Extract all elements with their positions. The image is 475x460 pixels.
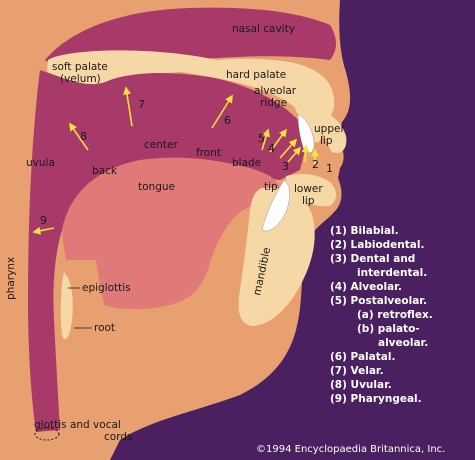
label-front: front <box>196 147 221 159</box>
lower-teeth <box>261 179 290 232</box>
lower-lip-shape <box>286 174 336 207</box>
label-ridge: ridge <box>260 97 287 109</box>
label-upper: upper <box>314 123 345 135</box>
legend-item: alveolar. <box>378 337 428 349</box>
label-epiglottis: epiglottis <box>82 282 131 294</box>
arrow-6 <box>211 94 233 129</box>
arrow-9 <box>32 226 55 235</box>
arrow-8 <box>69 122 89 151</box>
pharynx-front <box>62 260 170 379</box>
label-hard-palate: hard palate <box>226 69 286 81</box>
label-alveolar: alveolar <box>254 85 297 97</box>
epiglottis-shape <box>60 272 73 340</box>
number-6: 6 <box>224 114 231 127</box>
oral-cavity <box>28 70 308 432</box>
alveolar-ridge-shape <box>290 96 323 143</box>
legend-item: (4) Alveolar. <box>330 281 402 293</box>
label-cords: cords <box>104 431 132 443</box>
legend-item: (a) retroflex. <box>357 309 433 321</box>
arrow-4 <box>279 138 298 159</box>
arrow-3 <box>287 146 302 163</box>
arrow-7 <box>123 86 133 127</box>
articulation-arrows <box>32 86 319 235</box>
copyright-text: ©1994 Encyclopaedia Britannica, Inc. <box>256 444 445 455</box>
label-velum: (velum) <box>60 73 101 85</box>
label-soft-palate: soft palate <box>52 61 108 73</box>
arrow-5 <box>269 128 287 153</box>
legend-item: (6) Palatal. <box>330 351 395 363</box>
number-5: 5 <box>258 132 265 145</box>
label-lower-lip: lip <box>302 195 315 207</box>
glottis-oval <box>34 427 60 441</box>
mandible-shape <box>238 187 315 326</box>
label-tip: tip <box>264 181 278 193</box>
label-center: center <box>144 139 178 151</box>
tongue-body <box>62 157 281 310</box>
number-3: 3 <box>282 160 289 173</box>
number-9: 9 <box>40 214 47 227</box>
label-nasal-cavity: nasal cavity <box>232 23 295 35</box>
legend-item: (b) palato- <box>357 323 420 335</box>
legend-item: (5) Postalveolar. <box>330 295 427 307</box>
label-lower: lower <box>294 183 323 195</box>
label-pharynx: pharynx <box>5 257 17 300</box>
nasal-cavity <box>45 7 336 64</box>
legend-item: (9) Pharyngeal. <box>330 393 422 405</box>
legend: (1) Bilabial. (2) Labiodental. (3) Denta… <box>330 225 433 405</box>
arrow-2 <box>301 144 310 163</box>
legend-item: (7) Velar. <box>330 365 384 377</box>
label-blade: blade <box>232 157 261 169</box>
upper-lip-shape <box>316 110 347 154</box>
number-7: 7 <box>138 98 145 111</box>
number-8: 8 <box>80 130 87 143</box>
number-4: 4 <box>268 142 275 155</box>
legend-item: (3) Dental and <box>330 253 415 265</box>
legend-item: (1) Bilabial. <box>330 225 399 237</box>
label-tongue: tongue <box>138 181 175 193</box>
number-1: 1 <box>326 162 333 175</box>
number-2: 2 <box>312 158 319 171</box>
label-uvula: uvula <box>26 157 55 169</box>
label-glottis: glottis and vocal <box>34 419 121 431</box>
label-back: back <box>92 165 118 177</box>
hard-palate <box>170 58 335 128</box>
legend-item: (2) Labiodental. <box>330 239 424 251</box>
label-upper-lip: lip <box>320 135 333 147</box>
label-root: root <box>94 322 115 334</box>
arrow-5b <box>261 128 270 151</box>
legend-item: (8) Uvular. <box>330 379 392 391</box>
legend-item: interdental. <box>357 267 427 279</box>
